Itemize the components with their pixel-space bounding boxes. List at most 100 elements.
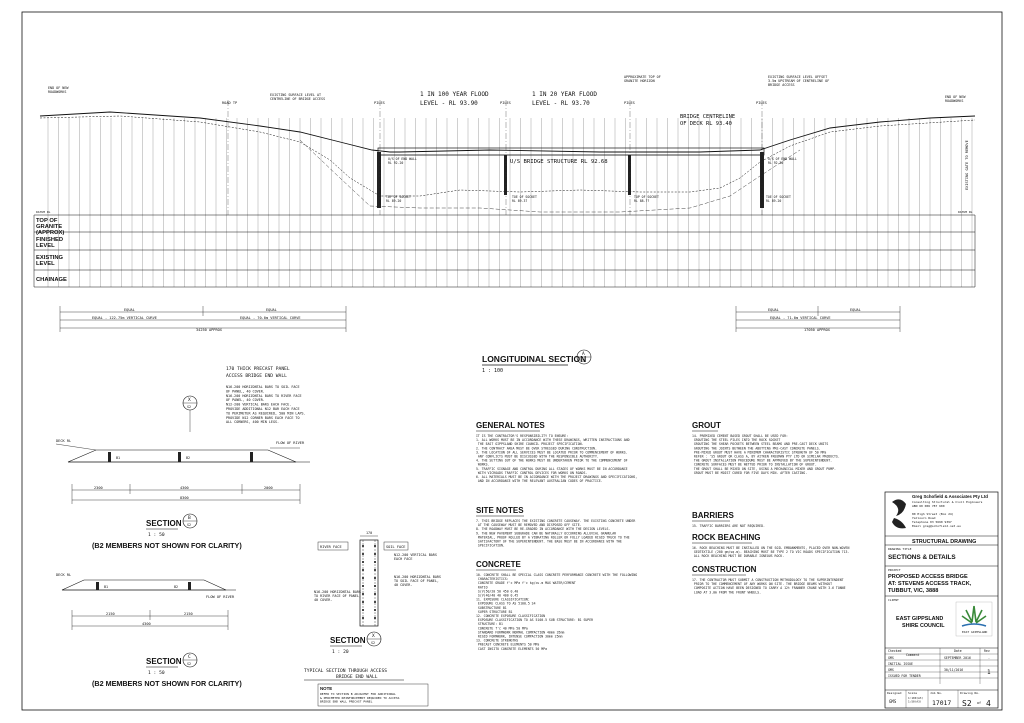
section-c: DECK RL B1 B2 FLOW OF RIVER 2150 2150 43… — [56, 573, 242, 688]
equal-left-2: EQUAL — [266, 308, 277, 312]
concrete-body-line: 12. CONCRETE EXPOSURE CLASSIFICATION — [476, 614, 545, 618]
concrete-body-line: SUBSTRUCTURE B1 — [476, 606, 507, 610]
construction-body-line: COMPOSITE ACTION HAVE BEEN DESIGNED TO C… — [692, 586, 846, 590]
vc-left-2: EQUAL - 70.0m VERTICAL CURVE — [240, 316, 301, 320]
rebar-dot — [362, 585, 364, 587]
general-body-line: 3. THE LOCATION OF ALL SERVICES MUST BE … — [476, 450, 628, 454]
jobno-label: Job No. — [930, 691, 943, 695]
concrete-body-line: 10. CONCRETE SHALL BE SPECIAL CLASS CONC… — [476, 573, 637, 577]
rebar-dot — [362, 561, 364, 563]
concrete-body-line: PRECAST CONCRETE ELEMENTS 50 MPa — [476, 643, 539, 647]
construction-body: 17. THE CONTRACTOR MUST SUBMIT A CONSTRU… — [692, 578, 846, 594]
row-top-granite: TOP OF GRANITE (APPROX) — [36, 218, 64, 236]
section-x-river-face: RIVER FACE — [320, 545, 342, 549]
secb-note-line: PROVIDE ADDITIONAL N12 BAR EACH FACE — [226, 407, 300, 411]
datum-left: DATUM RL — [36, 210, 51, 214]
section-x-bubble-bottom: S2 — [371, 641, 375, 645]
piles-label-2: PILES — [500, 101, 511, 105]
rock-body-line: ALL ROCK BEACHING MUST BE DURABLE IGNEOU… — [692, 554, 784, 558]
grout-body-line: PRE-MIXED GROUT MUST HAVE A MINIMUM CHAR… — [692, 450, 826, 454]
section-b-sub: (B2 MEMBERS NOT SHOWN FOR CLARITY) — [92, 541, 242, 550]
rev-row-3-by: GMS — [888, 668, 894, 672]
designed-label: Designed — [887, 691, 902, 695]
job-number: 17017 — [932, 699, 951, 707]
pile-1 — [377, 152, 381, 208]
general-body-line: AND IN ACCORDANCE WITH THE RELEVANT AUST… — [476, 479, 603, 483]
section-c-dim-1: 2150 — [106, 612, 115, 616]
secb-note-line: N16-200 HORIZONTAL BARS TO SOIL FACE — [226, 385, 300, 389]
general-body-line: 1. ALL WORKS MUST BE IN ACCORDANCE WITH … — [476, 438, 630, 442]
construction-title: CONSTRUCTION — [692, 565, 757, 574]
construction-body-line: LOAD AT 3.0m FROM THE FRONT WHEELS. — [692, 590, 761, 594]
piles-label-3: PILES — [624, 101, 635, 105]
title-block: Greg Schofield & Associates Pty Ltd Cons… — [884, 491, 999, 709]
rebar-dot — [374, 585, 376, 587]
designed-value: GMS — [889, 699, 897, 704]
concrete-body-line: RIGID FORMWORK, INTENSE COMPACTION 30mm … — [476, 635, 562, 639]
drawing-of: of — [977, 701, 981, 705]
barriers-title: BARRIERS — [692, 511, 734, 520]
longitudinal-bubble-bottom: S2 — [581, 359, 585, 363]
grout-body-line: THE GROUT INSTALLATION PROCEDURE MUST BE… — [692, 459, 832, 463]
general-body-line: 5. TRAFFIC SIGNAGE AND CONTROL DURING AL… — [476, 467, 628, 471]
section-x-bubble-top: X — [372, 633, 375, 639]
general-body-line: THE EAST GIPPSLAND SHIRE COUNCIL PROJECT… — [476, 442, 584, 446]
council-logo: EAST GIPPSLAND — [955, 601, 993, 637]
svg-text:REFER TO SECTION B ADJACENT FO: REFER TO SECTION B ADJACENT FOR ADDITION… — [320, 692, 400, 704]
notes: GENERAL NOTES IT IS THE CONTRACTOR'S RES… — [476, 421, 849, 651]
svg-text:Consulting Structural & Civil: Consulting Structural & Civil EngineersA… — [912, 500, 983, 508]
section-b-title: SECTION — [146, 519, 182, 528]
section-b-bubble-top: B — [188, 515, 191, 521]
section-b-scale: 1 : 50 — [148, 532, 165, 538]
rock-body-line: GEOTEXTILE (200 gm/sq.m). BEACHING MUST … — [692, 550, 849, 554]
rebar-dot — [362, 569, 364, 571]
rev-label: Rev — [984, 649, 990, 653]
construction-body-line: PRIOR TO THE COMMENCEMENT OF ANY WORKS O… — [692, 582, 832, 586]
grout-body-line: CONCRETE SURFACES MUST BE WETTED PRIOR T… — [692, 463, 817, 467]
section-c-title: SECTION — [146, 657, 182, 666]
vc-left-1: EQUAL - 122.75m VERTICAL CURVE — [92, 316, 157, 320]
rebar-dot — [374, 577, 376, 579]
barriers-body-line: 15. TRAFFIC BARRIERS ARE NOT REQUIRED. — [692, 524, 765, 528]
rebar-dot — [374, 553, 376, 555]
grout-body-line: GROUTING THE JOINTS BETWEEN THE ABUTTING… — [692, 446, 821, 450]
drawing-number: S2 — [962, 699, 972, 708]
longitudinal-bubble-top: A — [582, 351, 585, 357]
section-c-total: 4300 — [142, 622, 151, 626]
section-b-total: 8300 — [180, 496, 189, 500]
general-body-line: IT IS THE CONTRACTOR'S RESPONSIBILITY TO… — [476, 434, 568, 438]
site-body-line: SATISFACTORY OF THE SUPERINTENDENT. THE … — [476, 540, 622, 544]
approx-left: 34250 APPROX — [196, 328, 223, 332]
section-b-note: N16-200 HORIZONTAL BARS TO SOIL FACE OF P… — [226, 385, 306, 424]
rebar-dot — [362, 545, 364, 547]
grout-body-line: REFER : 'S5 GROUT OR CLASS A, BY AITKEN … — [692, 455, 840, 459]
secb-note-line: OF PANEL, 40 COVER. — [226, 398, 265, 402]
section-x-wall — [359, 539, 379, 627]
svg-text:1:100(A3)1:50(A3): 1:100(A3)1:50(A3) — [908, 696, 923, 704]
x-bubble-bottom: S2 — [187, 405, 191, 409]
rev-row-3-date: 30/11/2016 — [944, 668, 963, 672]
grout-body-line: 14. PREMIXED CEMENT BASED GROUT SHALL BE… — [692, 434, 788, 438]
site-body-line: 8. THE ROADWAY MUST BE RE-GRADED IN ACCO… — [476, 527, 610, 531]
rock-body-line: 16. ROCK BEACHING MUST BE INSTALLED ON T… — [692, 546, 849, 550]
concrete-body-line: CONCRETE GRADE f'c MPa f'c kg/cu.m MAX W… — [476, 581, 576, 585]
concrete-body-line: CONCRETE f'c 40 MPa 50 MPa — [476, 626, 528, 630]
section-x-soil-face: SOIL FACE — [386, 545, 405, 549]
section-c-bubble-bottom: S2 — [187, 662, 191, 666]
site-body-line: MATERIAL, PROOF ROLLED BY A VIBRATING RO… — [476, 535, 630, 539]
rebar-dot — [374, 609, 376, 611]
rebar-dot — [362, 553, 364, 555]
concrete-body-line: STRUCTURE: B1 — [476, 622, 503, 626]
section-c-b2: B2 — [174, 585, 178, 589]
section-b-deck — [67, 449, 297, 463]
section-b-flow: FLOW OF RIVER — [276, 441, 305, 445]
